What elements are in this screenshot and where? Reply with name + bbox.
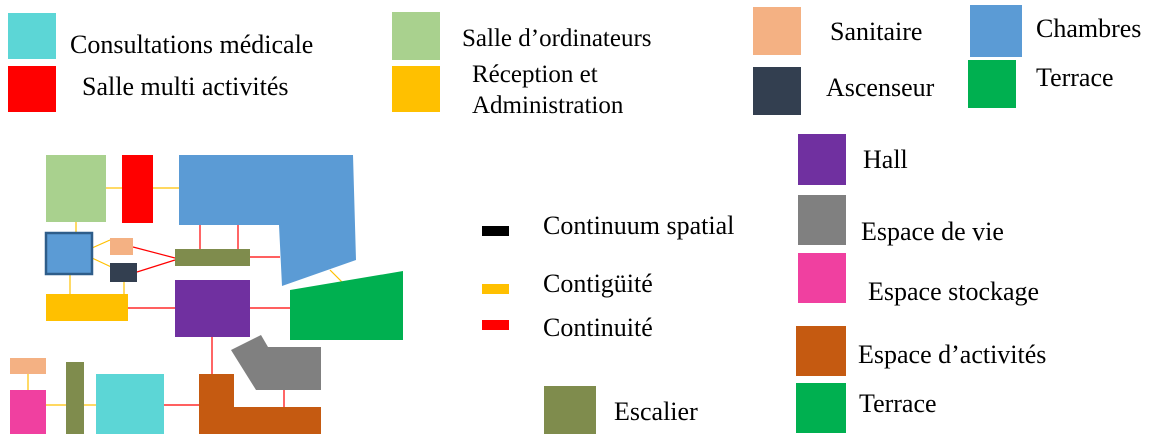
legend-label-sanitaire: Sanitaire xyxy=(830,17,922,46)
room-stairs-upper xyxy=(175,249,250,266)
legend-swatch-ascenseur xyxy=(753,67,801,115)
legend-label-hall: Hall xyxy=(863,145,908,174)
legend-label-continuum: Continuum spatial xyxy=(543,211,734,240)
contiguity-links xyxy=(27,187,351,406)
legend-label-reception-1: Réception et xyxy=(472,61,598,88)
room-sanitary-lower xyxy=(10,358,46,374)
room-medical-consultation xyxy=(44,231,94,276)
legend-label-living: Espace de vie xyxy=(861,217,1004,246)
legend-label-ascenseur: Ascenseur xyxy=(826,73,935,102)
continuity-links xyxy=(128,225,290,407)
legend-swatch-continuite xyxy=(482,320,509,330)
legend-swatch-terrace-right xyxy=(796,383,846,433)
room-reception xyxy=(46,294,128,321)
legend-swatch-reception xyxy=(392,66,440,112)
room-multi-activity xyxy=(122,155,153,223)
room-activity-space xyxy=(199,374,321,434)
room-computer-room xyxy=(46,155,106,222)
room-sanitary xyxy=(110,238,133,255)
legend-swatch-living xyxy=(798,195,846,245)
legend-swatch-sanitaire xyxy=(753,7,801,55)
legend-label-activity: Espace d’activités xyxy=(858,340,1046,369)
legend-swatch-consultations xyxy=(8,13,56,59)
legend-swatch-activity xyxy=(796,326,846,376)
legend-swatch-contiguite xyxy=(482,284,509,294)
legend-label-reception-2: Administration xyxy=(472,92,624,119)
legend-label-terrace-top: Terrace xyxy=(1036,63,1114,92)
legend-swatch-chambres xyxy=(970,5,1022,57)
room-bedrooms xyxy=(179,155,356,286)
legend-label-terrace-right: Terrace xyxy=(859,389,937,418)
legend-label-contiguite: Contigüité xyxy=(543,269,653,298)
legend-label-escalier: Escalier xyxy=(614,397,698,426)
legend-swatch-terrace-top xyxy=(968,60,1016,108)
legend-swatch-continuum xyxy=(482,226,509,236)
room-storage xyxy=(10,390,46,434)
legend-label-continuite: Continuité xyxy=(543,313,653,342)
room-consultation-lower xyxy=(96,374,164,434)
legend-swatch-escalier xyxy=(544,386,596,434)
legend-swatch-hall xyxy=(798,134,846,185)
legend-label-ordinateurs: Salle d’ordinateurs xyxy=(462,25,652,52)
room-hall xyxy=(175,280,250,337)
room-living-space xyxy=(231,335,321,390)
legend-label-chambres: Chambres xyxy=(1036,14,1141,43)
room-elevator xyxy=(110,263,137,282)
room-terrace xyxy=(290,271,403,340)
legend-swatch-multi xyxy=(8,66,56,112)
legend-swatch-storage xyxy=(798,253,846,303)
room-stairs-lower xyxy=(66,362,84,434)
legend-label-consultations: Consultations médicale xyxy=(70,30,313,59)
legend-label-storage: Espace stockage xyxy=(868,277,1039,306)
legend-label-multi: Salle multi activités xyxy=(82,72,289,101)
legend-swatch-ordinateurs xyxy=(392,12,440,60)
